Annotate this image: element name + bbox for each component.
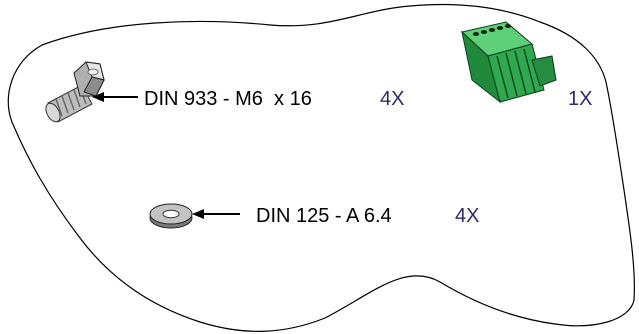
hex-bolt-icon [45,61,105,123]
bolt-quantity-label: 4X [380,88,404,110]
bolt-leader-arrow [92,92,138,102]
bag-outline [7,3,635,332]
washer-spec-label: DIN 125 - A 6.4 [256,205,392,227]
flat-washer-icon [149,203,193,229]
washer-leader-arrow [192,209,240,219]
terminal-block-connector-icon [460,21,557,104]
washer-quantity-label: 4X [455,205,479,227]
connector-quantity-label: 1X [568,88,592,110]
bolt-spec-label: DIN 933 - M6 x 16 [144,88,312,110]
